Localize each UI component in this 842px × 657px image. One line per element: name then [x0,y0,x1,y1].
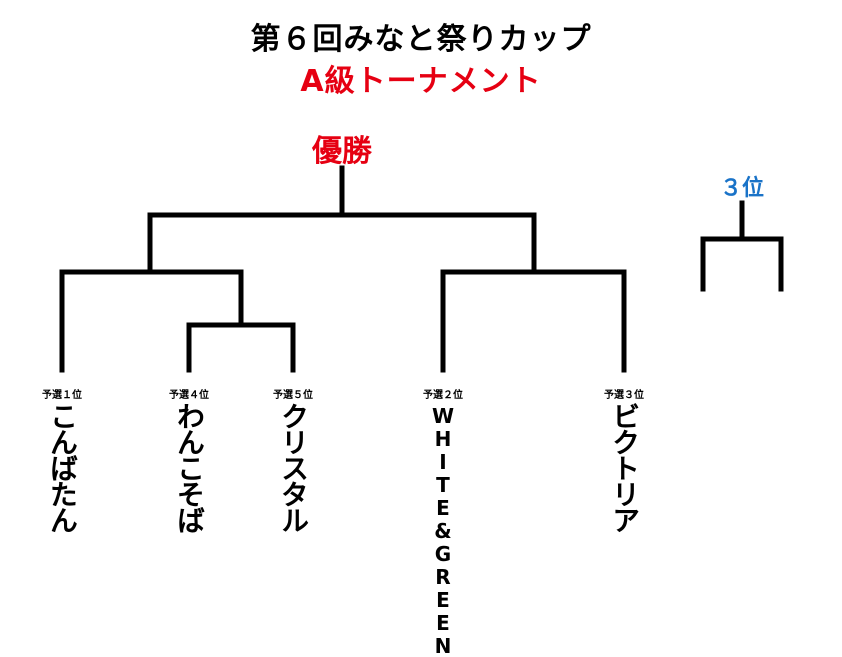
entry-seed: 予選２位 [423,390,463,401]
bracket-left-semifinal [59,269,244,373]
bracket-final [147,165,537,275]
entry-team: WHITE&GREEN [431,404,455,657]
tournament-title: 第６回みなと祭りカップ [250,22,592,57]
entry-team: わんこそば [173,402,206,532]
entry-team: ビクトリア [608,402,641,532]
entry-seed: 予選１位 [42,390,82,401]
entry-seed: 予選３位 [604,390,644,401]
third-place-label: ３位 [719,176,764,201]
bracket-lines [59,165,784,373]
bracket-first-round [186,322,296,373]
bracket-third-place [700,200,784,292]
entry-seed: 予選４位 [169,390,209,401]
bracket-right-semifinal [440,269,627,373]
entry-seed: 予選５位 [273,390,313,401]
tournament-subtitle: A級トーナメント [300,64,542,99]
entry-team: こんばたん [46,402,79,532]
entry-team: クリスタル [277,402,310,532]
champion-label: 優勝 [312,134,372,169]
